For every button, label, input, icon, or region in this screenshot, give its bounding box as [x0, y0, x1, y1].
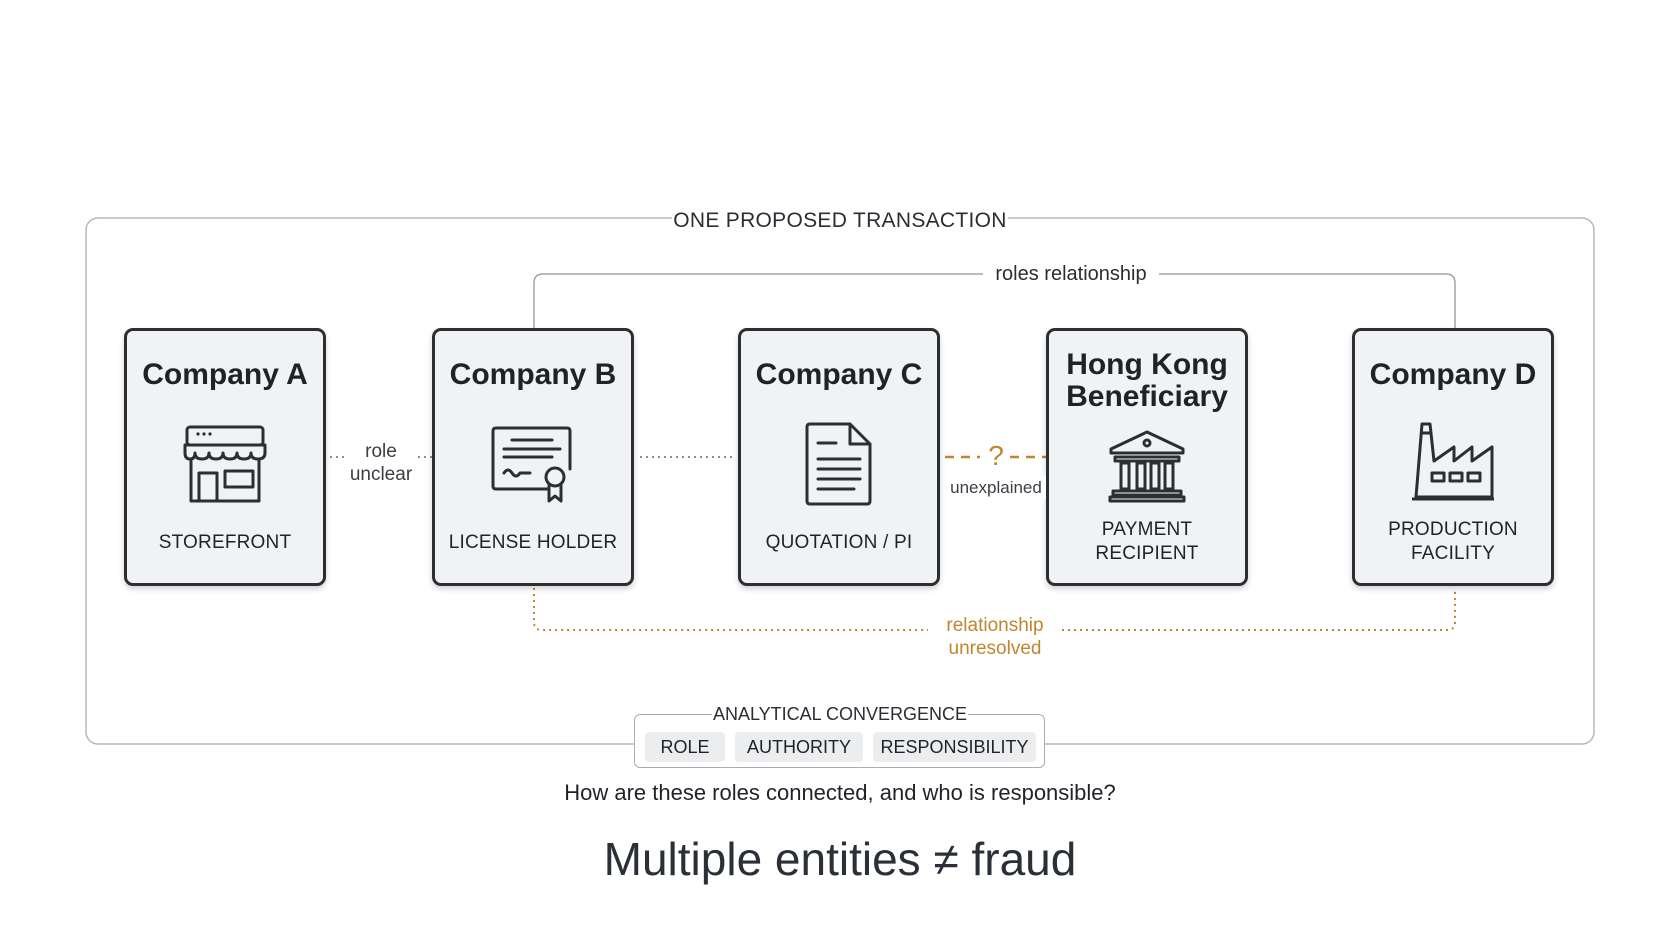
pill-authority: AUTHORITY	[735, 732, 863, 762]
card-company-b[interactable]: Company B LICENSE HOLDER	[432, 328, 634, 586]
card-role: PRODUCTION FACILITY	[1355, 518, 1551, 566]
card-role: QUOTATION / PI	[765, 532, 913, 553]
document-icon	[804, 421, 874, 512]
factory-icon	[1410, 421, 1496, 508]
card-role-text: PRODUCTION FACILITY	[1388, 519, 1518, 564]
card-role: PAYMENT RECIPIENT	[1049, 518, 1245, 566]
bank-icon	[1107, 429, 1187, 508]
storefront-icon	[181, 423, 269, 510]
card-title: Company C	[755, 358, 923, 391]
unexplained-label: unexplained	[946, 476, 1046, 499]
card-title: Company B	[449, 358, 617, 391]
frame-title: ONE PROPOSED TRANSACTION	[672, 205, 1008, 237]
card-hong-kong-beneficiary[interactable]: Hong Kong Beneficiary PAYMENT RECIPIENT	[1046, 328, 1248, 586]
roles-relationship-label: roles relationship	[983, 260, 1159, 288]
card-company-d[interactable]: Company D PRODUCTION FACILITY	[1352, 328, 1554, 586]
role-unclear-label: role unclear	[346, 440, 416, 486]
card-role-text: PAYMENT RECIPIENT	[1095, 519, 1199, 564]
question-mark: ?	[988, 440, 1004, 471]
card-company-a[interactable]: Company A STOREFRONT	[124, 328, 326, 586]
bottom-unresolved-path-right	[1062, 588, 1456, 631]
card-title: Company D	[1369, 358, 1537, 391]
relationship-unresolved-label: relationship unresolved	[928, 614, 1062, 660]
card-company-c[interactable]: Company C QUOTATION / PI	[738, 328, 940, 586]
question-text: How are these roles connected, and who i…	[564, 780, 1116, 805]
bottom-unresolved-path	[533, 588, 928, 631]
card-role: LICENSE HOLDER	[448, 532, 618, 553]
certificate-icon	[490, 425, 576, 510]
pill-role: ROLE	[645, 732, 725, 762]
card-title: Hong Kong Beneficiary	[1066, 348, 1228, 413]
card-title: Company A	[142, 358, 308, 391]
headline: Multiple entities ≠ fraud	[603, 833, 1077, 885]
card-role: STOREFRONT	[158, 532, 292, 553]
analytical-convergence-title: ANALYTICAL CONVERGENCE	[712, 702, 968, 726]
pill-responsibility: RESPONSIBILITY	[873, 732, 1036, 762]
